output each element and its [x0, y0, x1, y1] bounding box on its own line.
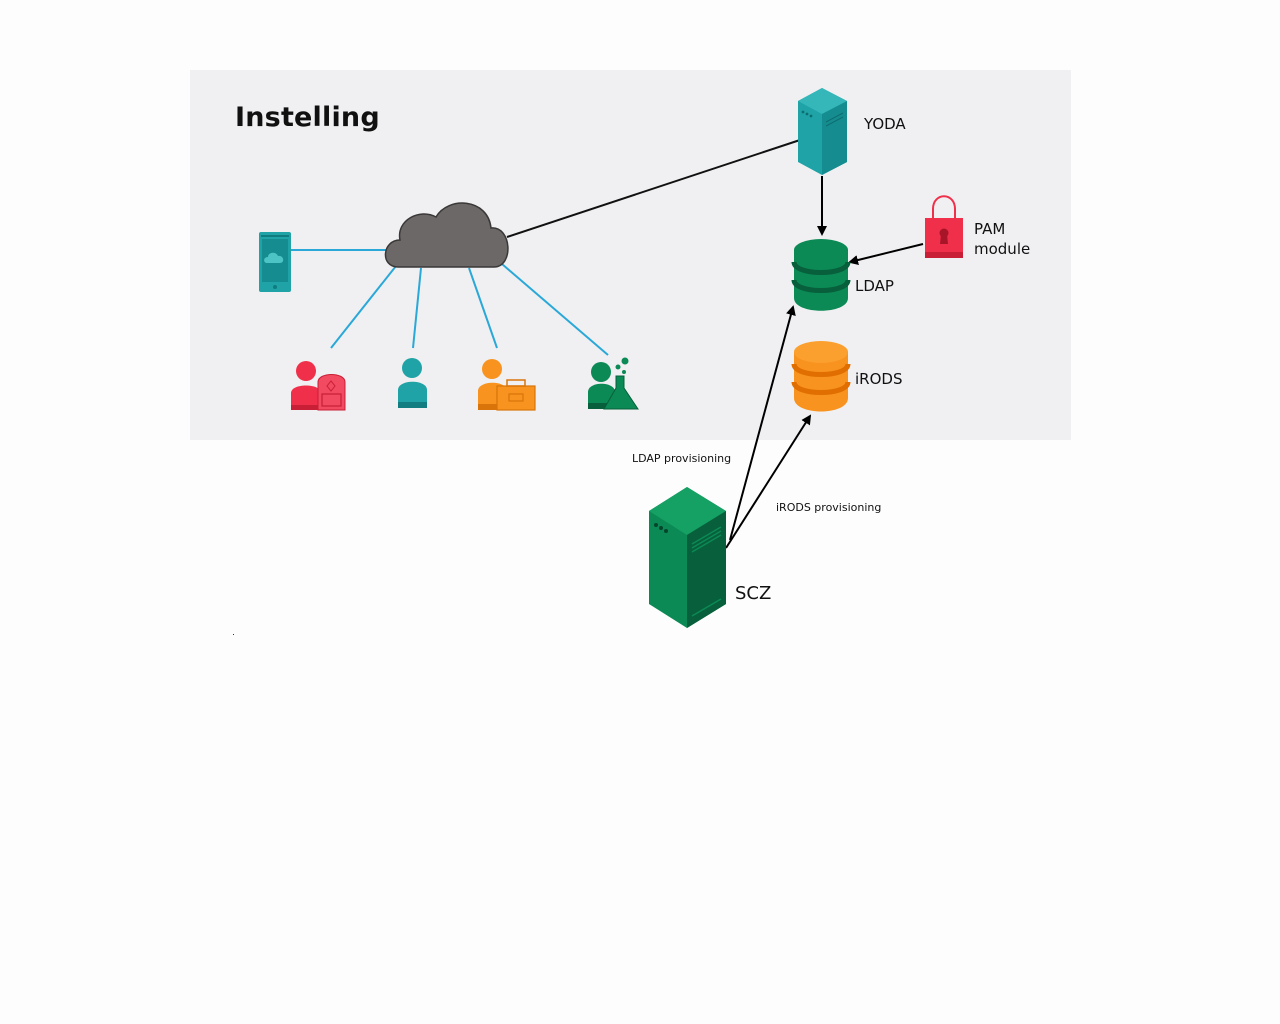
yoda-server-icon — [798, 88, 847, 175]
ldap-provisioning-label: LDAP provisioning — [632, 452, 732, 465]
irods-label: iRODS — [855, 370, 903, 388]
ldap-provisioning-arrow — [729, 305, 796, 541]
institution-title: Instelling — [235, 102, 380, 133]
ldap-label: LDAP — [855, 277, 894, 295]
researcher-icon — [588, 357, 639, 410]
ldap-database-icon — [791, 239, 851, 311]
phone-icon — [259, 232, 291, 292]
cloud-client-links — [290, 249, 609, 356]
yoda-label: YODA — [864, 115, 906, 133]
irods-provisioning-arrow — [725, 414, 812, 549]
pam-label-line2: module — [974, 240, 1031, 258]
cloud-yoda-link — [506, 139, 801, 238]
student-icon — [291, 361, 346, 411]
pam-label-line1: PAM — [974, 220, 1006, 238]
irods-database-icon — [791, 341, 851, 412]
employee-icon — [478, 359, 536, 411]
stray-dot — [233, 634, 234, 635]
pam-ldap-arrow — [848, 243, 924, 265]
user-icon — [398, 358, 427, 408]
cloud-icon — [384, 202, 509, 268]
scz-server-icon — [649, 487, 726, 628]
irods-provisioning-label: iRODS provisioning — [776, 501, 882, 514]
padlock-icon — [925, 195, 963, 258]
scz-label: SCZ — [735, 583, 772, 604]
